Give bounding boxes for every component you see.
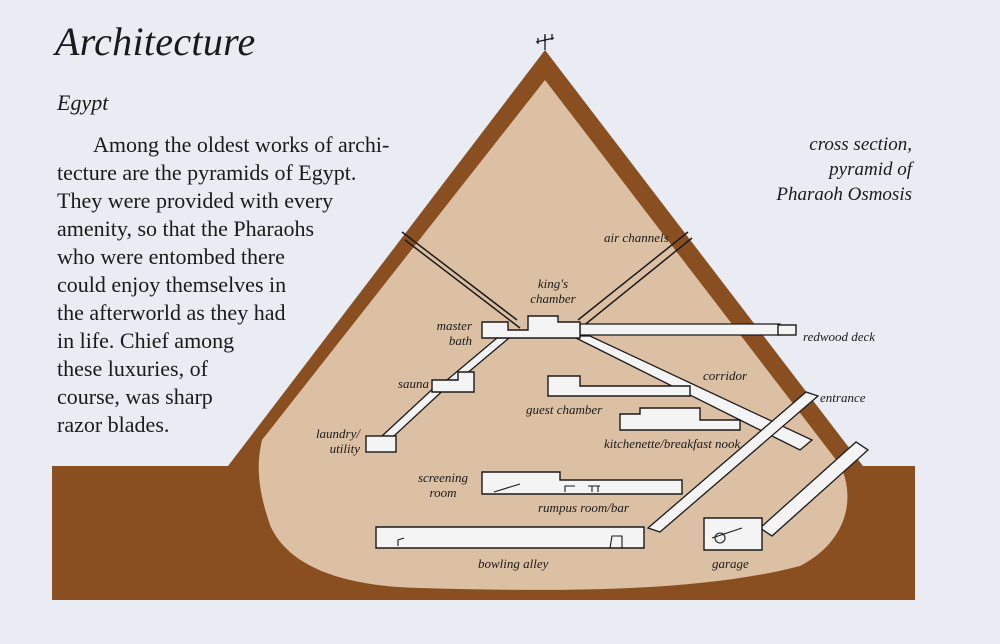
label-entrance: entrance — [820, 390, 866, 405]
caption-line: pyramid of — [829, 159, 912, 180]
entrance-passage — [646, 391, 820, 533]
body-line: tecture are the pyramids of Egypt. — [57, 160, 357, 185]
guest-chamber-room — [547, 375, 691, 397]
deck-platform — [777, 324, 797, 336]
bowling-pins — [397, 535, 623, 549]
body-line: these luxuries, of — [57, 356, 208, 381]
sauna-room — [431, 371, 475, 393]
body-line: razor blades. — [57, 412, 170, 437]
page-title: Architecture — [55, 19, 256, 64]
label-garage: garage — [712, 556, 749, 571]
laundry-room — [365, 435, 397, 453]
bowling-alley-room — [375, 526, 645, 549]
body-line: who were entombed there — [57, 244, 285, 269]
label-line: bath — [448, 333, 472, 348]
caption-line: Pharaoh Osmosis — [776, 184, 912, 205]
label-redwood-deck: redwood deck — [803, 329, 876, 344]
label-line: king's — [537, 276, 569, 291]
antenna-icon — [535, 34, 555, 50]
body-line: course, was sharp — [57, 384, 213, 409]
body-line: in life. Chief among — [57, 328, 235, 353]
label-sauna: sauna — [398, 376, 430, 391]
corridor-passage — [571, 335, 814, 451]
body-line: They were provided with every — [57, 188, 334, 213]
body-line: could enjoy themselves in — [57, 272, 287, 297]
label-kings-chamber: king's chamber — [518, 276, 588, 306]
label-line: chamber — [530, 291, 576, 306]
label-line: laundry/ — [315, 426, 360, 441]
caption-line: cross section, — [809, 134, 912, 155]
label-rumpus-room: rumpus room/bar — [538, 500, 629, 515]
bar-stools — [564, 485, 600, 492]
garage-ramp — [758, 441, 870, 537]
label-line: utility — [329, 441, 360, 456]
label-air-channels: air channels — [604, 230, 669, 245]
label-master-bath: master bath — [418, 318, 472, 348]
label-line: screening — [417, 470, 469, 485]
air-channels — [401, 231, 693, 329]
body-line: amenity, so that the Pharaohs — [57, 216, 315, 241]
label-laundry-utility: laundry/ utility — [298, 426, 360, 456]
car-body — [711, 527, 743, 539]
label-line: room — [429, 485, 457, 500]
label-kitchenette: kitchenette/breakfast nook — [604, 436, 741, 451]
label-guest-chamber: guest chamber — [526, 402, 603, 417]
body-line: Among the oldest works of archi- — [93, 132, 390, 157]
car-wheel — [714, 532, 726, 544]
room-details — [397, 483, 743, 549]
screening-room — [481, 471, 683, 495]
rooms — [365, 315, 797, 551]
label-screening-room: screening room — [410, 470, 476, 500]
label-corridor: corridor — [703, 368, 748, 383]
kings-chamber-room — [481, 315, 581, 339]
garage-room — [703, 517, 763, 551]
body-line: the afterworld as they had — [57, 300, 286, 325]
section-subtitle: Egypt — [57, 90, 109, 115]
figure-caption: cross section, pyramid of Pharaoh Osmosi… — [776, 132, 912, 207]
label-line: master — [436, 318, 472, 333]
label-bowling-alley: bowling alley — [478, 556, 549, 571]
kitchenette-room — [619, 407, 741, 431]
screening-seats — [493, 483, 521, 493]
passage-bath-to-deck — [579, 323, 781, 336]
